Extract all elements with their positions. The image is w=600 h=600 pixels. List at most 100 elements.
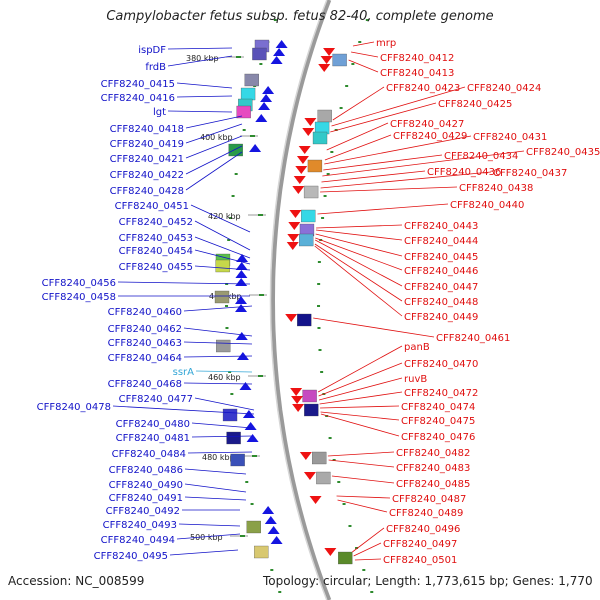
plus-gene-arrow (286, 242, 299, 250)
leader-line-right (324, 134, 392, 161)
minus-gene-block (246, 520, 261, 534)
minus-gene-block (222, 408, 238, 422)
leader-line-right (330, 102, 437, 133)
minus-gene-arrow (235, 304, 248, 312)
minus-gene-arrow (270, 536, 283, 544)
leader-line-right (315, 237, 403, 271)
leader-line-right (313, 317, 435, 338)
leader-line-left (194, 265, 251, 271)
gene-label-left: CFF8240_0463 (108, 338, 182, 349)
plus-gene-block (332, 53, 347, 67)
leader-line-left (187, 451, 253, 454)
plus-gene-block (304, 403, 319, 417)
leader-line-left (178, 523, 241, 527)
gene-label-left: CFF8240_0492 (106, 506, 180, 517)
plus-gene-arrow (299, 452, 312, 460)
leader-line-right (317, 345, 403, 393)
leader-line-right (320, 413, 400, 437)
leader-line-right (315, 229, 403, 241)
gene-label-right: CFF8240_0435 (526, 147, 600, 158)
gene-label-right: CFF8240_0440 (450, 200, 524, 211)
minus-gene-block (216, 339, 231, 353)
genome-backbone (270, 0, 332, 600)
leader-line-right (320, 411, 400, 421)
leader-line-left (167, 55, 233, 67)
plus-gene-arrow (302, 128, 315, 136)
leader-line-right (318, 377, 403, 401)
plus-gene-arrow (290, 388, 303, 396)
gene-label-right: CFF8240_0412 (380, 53, 454, 64)
plus-gene-block (338, 551, 353, 565)
minus-gene-block (214, 290, 230, 304)
leader-line-left (176, 95, 233, 98)
leader-line-right (324, 135, 472, 165)
gene-label-right: CFF8240_0497 (383, 539, 457, 550)
minus-gene-arrow (239, 382, 252, 390)
plus-gene-block (302, 389, 317, 403)
plus-gene-arrow (287, 234, 300, 242)
gene-label-right: CFF8240_0448 (404, 297, 478, 308)
gene-label-left: lgt (153, 107, 166, 118)
gene-label-right: CFF8240_0483 (396, 463, 470, 474)
plus-gene-block (303, 185, 319, 199)
plus-gene-arrow (309, 496, 322, 504)
plus-gene-arrow (323, 48, 336, 56)
gene-label-right: CFF8240_0437 (493, 168, 567, 179)
minus-gene-block (230, 453, 245, 467)
leader-line-right (332, 86, 385, 121)
plus-gene-arrow (304, 118, 317, 126)
leader-line-right (316, 224, 403, 229)
gene-label-left: CFF8240_0486 (109, 465, 183, 476)
plus-gene-block (317, 109, 332, 123)
minus-gene-arrow (235, 278, 248, 286)
leader-line-right (318, 362, 403, 397)
plus-gene-block (307, 159, 323, 173)
minus-gene-arrow (275, 40, 288, 48)
leader-line-right (353, 542, 382, 557)
gene-label-left: CFF8240_0484 (112, 449, 186, 460)
gene-label-right: CFF8240_0489 (389, 508, 463, 519)
plus-gene-arrow (324, 548, 337, 556)
gene-label-right: CFF8240_0449 (404, 312, 478, 323)
leader-line-left (185, 145, 243, 175)
gene-label-right: CFF8240_0496 (386, 524, 460, 535)
minus-gene-arrow (249, 144, 262, 152)
plus-gene-arrow (298, 146, 311, 154)
leader-line-left (117, 281, 251, 285)
gene-label-left: CFF8240_0421 (110, 154, 184, 165)
gene-label-right: CFF8240_0436 (427, 167, 501, 178)
leader-line-left (183, 305, 253, 312)
plus-gene-block (299, 233, 314, 247)
minus-gene-block (252, 47, 267, 61)
plus-gene-arrow (303, 472, 316, 480)
gene-label-right: CFF8240_0413 (380, 68, 454, 79)
gene-label-right: CFF8240_0487 (392, 494, 466, 505)
ruler-tick-label: 480 kbp (202, 453, 235, 462)
leader-line-left (190, 204, 251, 233)
gene-label-left: CFF8240_0458 (42, 292, 116, 303)
minus-gene-block (254, 545, 269, 559)
gene-label-left: CFF8240_0422 (110, 170, 184, 181)
leader-line-left (184, 468, 247, 475)
ruler-tick-label: 380 kbp (186, 54, 219, 63)
leader-line-right (323, 154, 443, 171)
plus-gene-arrow (293, 176, 306, 184)
minus-gene-block (226, 431, 241, 445)
leader-line-left (191, 435, 253, 438)
minus-gene-block (240, 87, 256, 101)
gene-label-left: CFF8240_0454 (119, 246, 193, 257)
gene-label-right: CFF8240_0472 (404, 388, 478, 399)
gene-label-right: CFF8240_0476 (401, 432, 475, 443)
leader-line-left (167, 110, 233, 113)
genome-backbone-highlight (269, 0, 328, 600)
plus-gene-block (316, 471, 331, 485)
plus-gene-arrow (289, 210, 302, 218)
gene-label-left: CFF8240_0491 (109, 493, 183, 504)
minus-gene-arrow (235, 296, 247, 304)
gene-label-left: CFF8240_0419 (110, 139, 184, 150)
gene-label-left: CFF8240_0455 (119, 262, 193, 273)
leader-line-left (185, 123, 243, 144)
leader-line-right (350, 51, 379, 58)
gene-label-right: mrp (376, 38, 396, 49)
gene-label-right: CFF8240_0438 (459, 183, 533, 194)
